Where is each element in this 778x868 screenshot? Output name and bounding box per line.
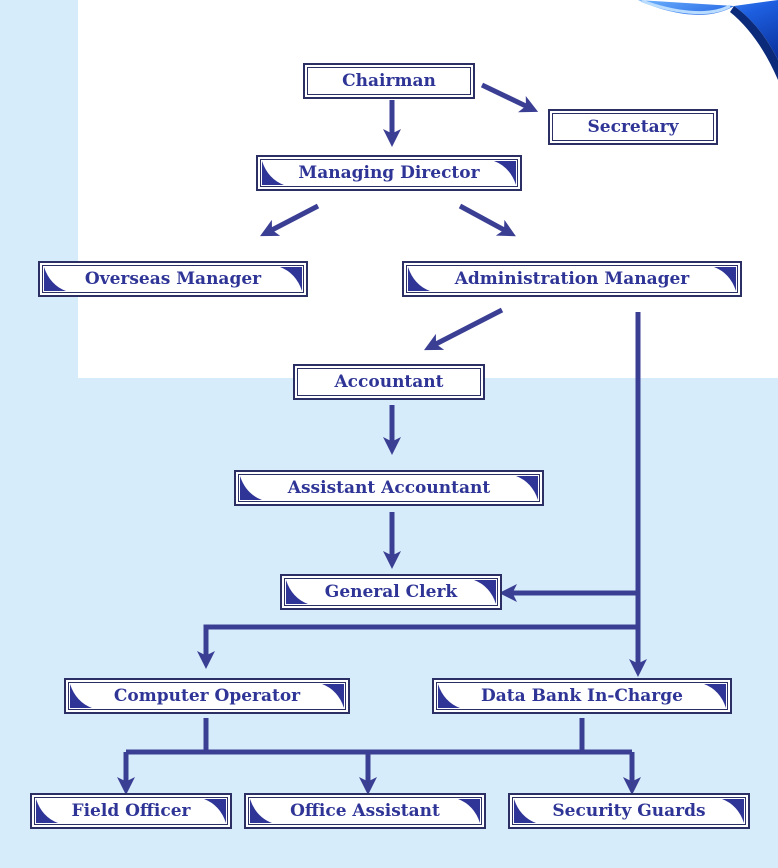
node-general-clerk: General Clerk [280,574,502,610]
arrow-md-to-admin [458,203,516,237]
node-label: Data Bank In-Charge [481,686,683,706]
right-triangle-decoration [458,799,480,823]
node-label: Computer Operator [113,686,301,706]
node-administration-manager: Administration Manager [402,261,742,297]
node-label: Security Guards [552,801,706,821]
node-data-bank-in-charge: Data Bank In-Charge [432,678,732,714]
node-computer-operator: Computer Operator [64,678,350,714]
node-label: Field Officer [71,801,191,821]
arrow-admin-to-accountant [423,307,504,351]
left-triangle-decoration [514,799,536,823]
right-triangle-decoration [204,799,226,823]
node-label: Chairman [342,71,436,91]
node-label: General Clerk [324,582,458,602]
left-triangle-decoration [286,580,308,604]
right-triangle-decoration [474,580,496,604]
left-triangle-decoration [240,476,262,500]
right-triangle-decoration [704,684,726,708]
right-triangle-decoration [280,267,302,291]
left-triangle-decoration [250,799,272,823]
node-accountant: Accountant [293,364,485,400]
right-triangle-decoration [494,161,516,185]
node-field-officer: Field Officer [30,793,232,829]
node-security-guards: Security Guards [508,793,750,829]
left-triangle-decoration [262,161,284,185]
left-triangle-decoration [36,799,58,823]
node-label: Secretary [587,117,679,137]
node-label: Office Assistant [290,801,440,821]
node-label: Administration Manager [454,269,690,289]
left-triangle-decoration [408,267,430,291]
right-triangle-decoration [516,476,538,500]
left-triangle-decoration [44,267,66,291]
arrow-chairman-to-secretary [480,82,539,113]
left-triangle-decoration [70,684,92,708]
arrow-md-to-overseas [260,203,320,237]
right-triangle-decoration [722,799,744,823]
line-to-computer-operator [196,624,638,670]
node-label: Assistant Accountant [287,478,491,498]
node-secretary: Secretary [548,109,718,145]
left-triangle-decoration [438,684,460,708]
right-triangle-decoration [714,267,736,291]
blue-swoosh-decoration [638,0,778,80]
node-chairman: Chairman [303,63,475,99]
node-label: Accountant [334,372,444,392]
node-assistant-accountant: Assistant Accountant [234,470,544,506]
right-triangle-decoration [322,684,344,708]
node-office-assistant: Office Assistant [244,793,486,829]
node-label: Managing Director [298,163,480,183]
node-managing-director: Managing Director [256,155,522,191]
node-label: Overseas Manager [84,269,262,289]
node-overseas-manager: Overseas Manager [38,261,308,297]
